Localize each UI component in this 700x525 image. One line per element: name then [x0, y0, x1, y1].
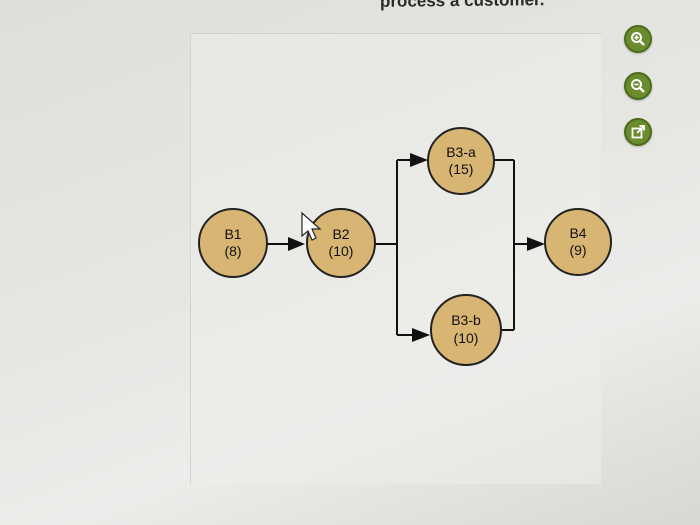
node-b4: B4 (9) — [544, 208, 612, 276]
node-b2-time: (10) — [329, 243, 354, 259]
node-b1-name: B1 — [224, 226, 241, 242]
node-b1-time: (8) — [224, 243, 241, 259]
edge-join-b4-arrowhead — [527, 237, 545, 251]
node-b3b: B3-b (10) — [430, 294, 502, 366]
node-b4-name: B4 — [569, 225, 586, 241]
open-in-new-window-button[interactable] — [624, 118, 652, 146]
zoom-out-button[interactable] — [624, 72, 652, 100]
node-b2: B2 (10) — [306, 208, 376, 278]
node-b2-name: B2 — [332, 226, 349, 242]
zoom-in-icon — [631, 32, 645, 46]
zoom-out-icon — [631, 79, 645, 93]
node-b3b-time: (10) — [454, 330, 479, 346]
edge-b2-b3b-arrowhead — [412, 328, 430, 342]
node-b1: B1 (8) — [198, 208, 268, 278]
node-b3a-time: (15) — [449, 161, 474, 177]
external-link-icon — [631, 125, 645, 139]
mouse-cursor-icon — [301, 211, 322, 241]
node-b3a: B3-a (15) — [427, 127, 495, 195]
zoom-in-button[interactable] — [624, 25, 652, 53]
edge-b1-b2-arrowhead — [288, 237, 305, 251]
edge-b2-b3a-arrowhead — [410, 153, 428, 167]
node-b3a-name: B3-a — [446, 144, 476, 160]
node-b4-time: (9) — [569, 242, 586, 258]
node-b3b-name: B3-b — [451, 312, 481, 328]
